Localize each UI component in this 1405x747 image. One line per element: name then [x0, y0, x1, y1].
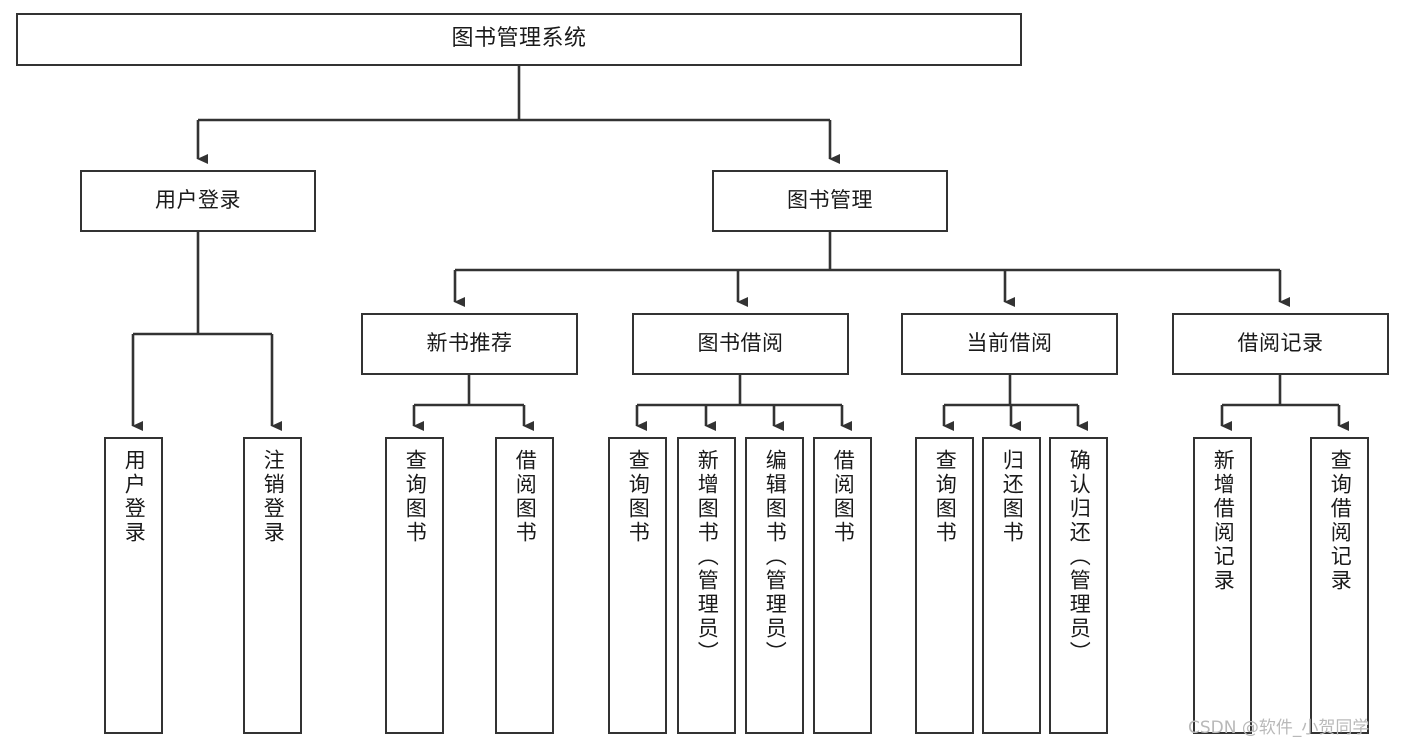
leaf-add-book[interactable]: 新增图书（管理员）: [677, 437, 736, 734]
node-label: 新增借阅记录: [1211, 449, 1236, 593]
node-label: 新书推荐: [426, 331, 513, 356]
leaf-add-borrow-record[interactable]: 新增借阅记录: [1193, 437, 1252, 734]
node-label: 图书管理系统: [451, 26, 587, 52]
node-book-manage[interactable]: 图书管理: [712, 170, 948, 232]
node-label: 查询图书: [933, 449, 958, 545]
node-book-borrow[interactable]: 图书借阅: [632, 313, 849, 375]
node-label: 借阅图书: [831, 449, 856, 545]
node-new-book-recommend[interactable]: 新书推荐: [361, 313, 578, 375]
leaf-logout-login[interactable]: 注销登录: [243, 437, 302, 734]
leaf-query-book-borrow[interactable]: 查询图书: [608, 437, 667, 734]
leaf-confirm-return[interactable]: 确认归还（管理员）: [1049, 437, 1108, 734]
node-label: 新增图书（管理员）: [695, 449, 720, 665]
node-label: 借阅图书: [513, 449, 538, 545]
node-label: 用户登录: [122, 449, 147, 545]
node-current-borrow[interactable]: 当前借阅: [901, 313, 1118, 375]
leaf-borrow-book-recommend[interactable]: 借阅图书: [495, 437, 554, 734]
node-label: 查询图书: [403, 449, 428, 545]
leaf-borrow-book[interactable]: 借阅图书: [813, 437, 872, 734]
node-label: 确认归还（管理员）: [1067, 449, 1092, 665]
leaf-query-book-recommend[interactable]: 查询图书: [385, 437, 444, 734]
leaf-query-borrow-record[interactable]: 查询借阅记录: [1310, 437, 1369, 734]
csdn-watermark: CSDN @软件_小贺同学: [1188, 718, 1370, 738]
node-label: 用户登录: [155, 188, 241, 213]
node-label: 查询图书: [626, 449, 651, 545]
node-borrow-record[interactable]: 借阅记录: [1172, 313, 1389, 375]
node-label: 当前借阅: [966, 331, 1053, 356]
node-label: 借阅记录: [1237, 331, 1324, 356]
leaf-query-book-current[interactable]: 查询图书: [915, 437, 974, 734]
node-label: 图书管理: [787, 188, 873, 213]
leaf-user-login[interactable]: 用户登录: [104, 437, 163, 734]
node-user-login[interactable]: 用户登录: [80, 170, 316, 232]
node-label: 查询借阅记录: [1328, 449, 1353, 593]
node-label: 归还图书: [1000, 449, 1025, 545]
node-label: 图书借阅: [697, 331, 784, 356]
leaf-return-book[interactable]: 归还图书: [982, 437, 1041, 734]
node-root-book-management-system[interactable]: 图书管理系统: [16, 13, 1022, 66]
node-label: 注销登录: [261, 449, 286, 545]
node-label: 编辑图书（管理员）: [763, 449, 788, 665]
leaf-edit-book[interactable]: 编辑图书（管理员）: [745, 437, 804, 734]
